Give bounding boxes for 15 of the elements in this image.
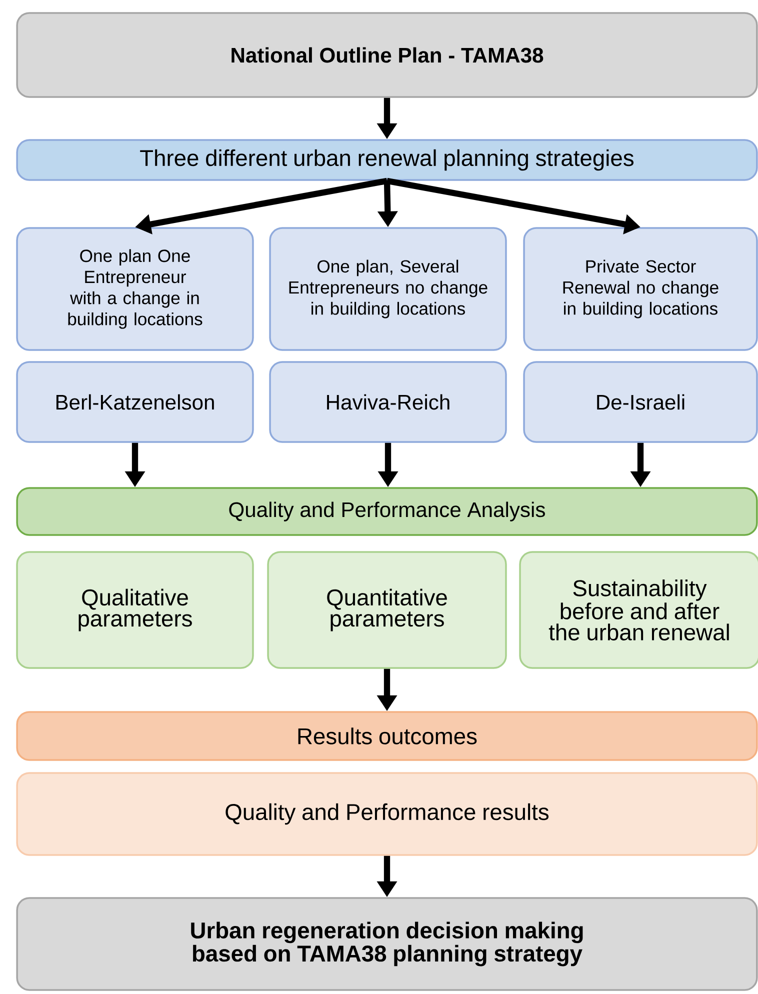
parameter-box: Sustainability before and after the urban renewal <box>519 551 758 669</box>
case-box: De-Israeli <box>523 361 758 443</box>
strategy-box: Private Sector Renewal no change in building locations <box>523 227 758 351</box>
analysis-band: Quality and Performance Analysis <box>16 487 758 536</box>
results-box: Quality and Performance results <box>16 772 758 856</box>
case-box: Haviva-Reich <box>269 361 507 443</box>
strategy-box: One plan, Several Entrepreneurs no change in building locations <box>269 227 507 351</box>
title-box: National Outline Plan - TAMA38 <box>16 12 758 98</box>
results-band: Results outcomes <box>16 711 758 761</box>
decision-box: Urban regeneration decision making based on TAMA38 planning strategy <box>16 897 758 991</box>
strategy-band: Three different urban renewal planning strategies <box>16 139 758 181</box>
case-box: Berl-Katzenelson <box>16 361 254 443</box>
parameter-box: Qualitative parameters <box>16 551 254 669</box>
parameter-box: Quantitative parameters <box>267 551 507 669</box>
strategy-box: One plan One Entrepreneur with a change in building locations <box>16 227 254 351</box>
